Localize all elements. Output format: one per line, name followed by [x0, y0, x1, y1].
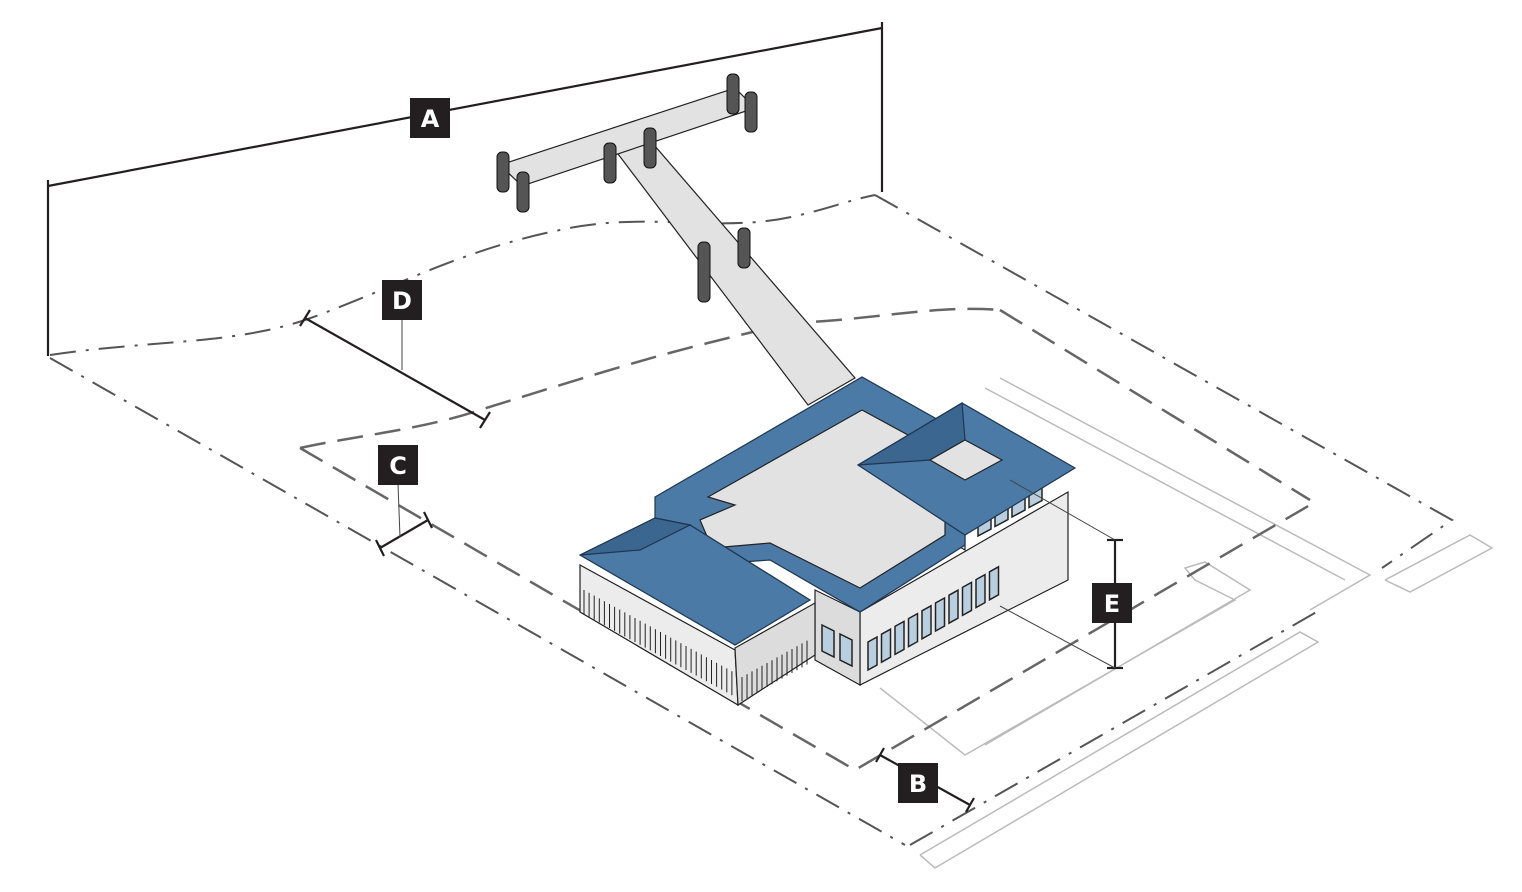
- window: [867, 635, 878, 672]
- svg-text:B: B: [909, 770, 927, 798]
- dimension-c: [375, 483, 433, 557]
- window: [821, 623, 835, 659]
- svg-text:D: D: [392, 287, 412, 315]
- label-e: E: [1092, 583, 1132, 623]
- property-line: [49, 194, 1454, 846]
- svg-text:C: C: [389, 452, 407, 480]
- window: [907, 612, 919, 648]
- window: [880, 627, 892, 664]
- label-d: D: [382, 280, 422, 320]
- window: [975, 573, 986, 609]
- porch-railing-side: [734, 601, 816, 707]
- shoreline: [49, 194, 876, 356]
- porch-balusters: [583, 590, 808, 701]
- skylight: [928, 439, 1004, 481]
- dimension-a: [46, 22, 884, 356]
- svg-text:E: E: [1104, 590, 1120, 618]
- window: [934, 596, 946, 633]
- pier-piles: [496, 73, 758, 303]
- window: [948, 588, 959, 625]
- label-a: A: [410, 98, 450, 138]
- window: [921, 604, 932, 641]
- dimension-d: [299, 309, 491, 429]
- label-b: B: [898, 763, 938, 803]
- building: [578, 376, 1077, 707]
- pier: [496, 73, 856, 406]
- svg-text:A: A: [421, 105, 440, 133]
- window: [988, 565, 1000, 602]
- window: [961, 581, 973, 617]
- label-c: C: [378, 445, 418, 485]
- window: [839, 632, 853, 668]
- window: [894, 620, 905, 656]
- setback-line: [299, 307, 1311, 772]
